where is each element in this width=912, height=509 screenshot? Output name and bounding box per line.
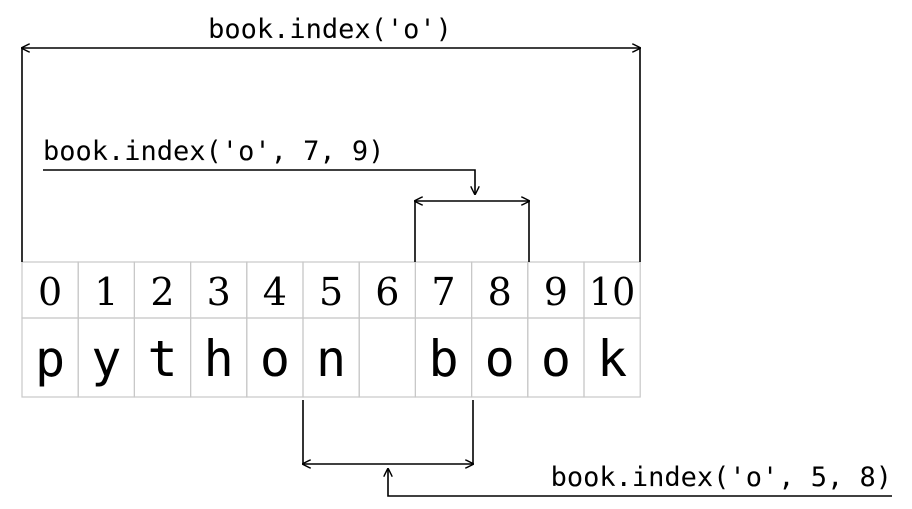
index-number: 4: [263, 270, 287, 314]
index-number: 3: [207, 270, 231, 314]
bracket-range-5-8: [303, 400, 892, 497]
char-cell: [583, 317, 641, 398]
index-number: 6: [375, 270, 399, 314]
index-number: 7: [431, 270, 455, 314]
bracket-full: [22, 48, 640, 262]
index-number: 8: [488, 270, 512, 314]
string-character: y: [91, 330, 121, 388]
label-index-full: book.index('o'): [208, 14, 452, 45]
char-cell: [358, 317, 417, 398]
bracket-range-7-9: [43, 169, 529, 262]
index-number: 5: [319, 270, 343, 314]
string-character: o: [260, 330, 290, 388]
label-index-7-9: book.index('o', 7, 9): [43, 136, 384, 167]
index-number: 10: [589, 270, 635, 314]
string-character: o: [485, 330, 515, 388]
string-character: n: [316, 330, 346, 388]
string-character: k: [597, 330, 627, 388]
index-number: 0: [38, 270, 62, 314]
string-character: b: [428, 330, 458, 388]
index-number: 1: [94, 270, 118, 314]
label-index-5-8: book.index('o', 5, 8): [551, 462, 892, 493]
string-character: p: [35, 330, 65, 388]
string-character: t: [147, 330, 177, 388]
index-number: 2: [150, 270, 174, 314]
pointer-arrow-5-8: [388, 469, 892, 497]
string-character: h: [204, 330, 234, 388]
pointer-arrow-7-9: [43, 169, 475, 194]
string-character: o: [541, 330, 571, 388]
index-number: 9: [544, 270, 568, 314]
